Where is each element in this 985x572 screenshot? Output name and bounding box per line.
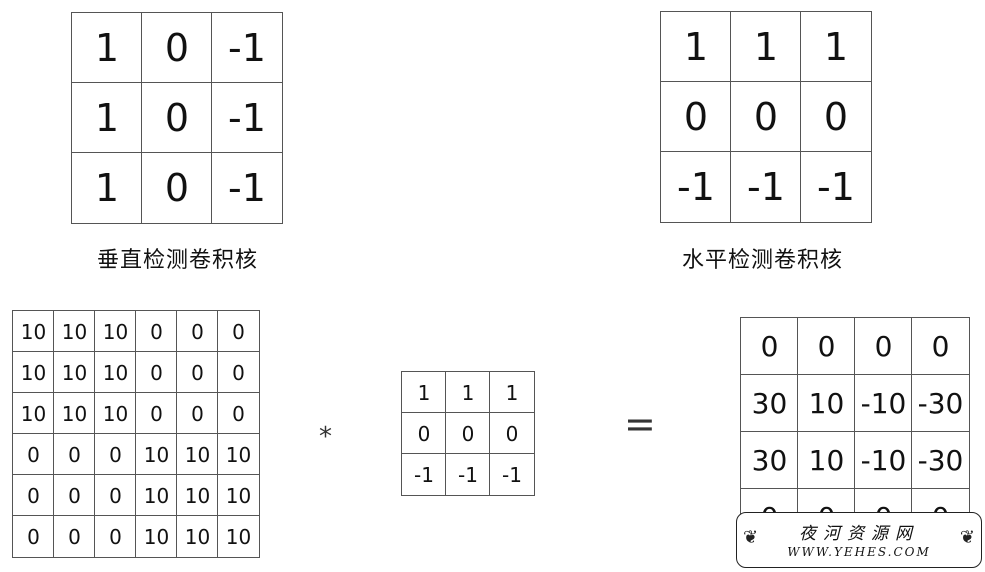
- matrix-cell: -1: [211, 152, 283, 224]
- matrix-cell: 0: [217, 310, 260, 353]
- matrix-cell: 0: [489, 412, 535, 455]
- matrix-cell: 1: [445, 371, 491, 414]
- matrix-cell: -30: [911, 431, 970, 490]
- matrix-cell: 30: [740, 374, 799, 433]
- matrix-cell: -1: [211, 82, 283, 154]
- matrix-cell: -1: [800, 151, 872, 223]
- matrix-cell: 0: [141, 82, 213, 154]
- matrix-cell: 10: [176, 474, 219, 517]
- matrix-cell: 0: [740, 317, 799, 376]
- matrix-cell: 0: [12, 515, 55, 558]
- matrix-cell: -1: [211, 12, 283, 84]
- matrix-cell: 10: [135, 515, 178, 558]
- matrix-cell: 0: [176, 392, 219, 435]
- vertical-kernel-caption: 垂直检测卷积核: [97, 248, 259, 273]
- matrix-cell: 10: [53, 392, 96, 435]
- matrix-cell: 0: [141, 12, 213, 84]
- matrix-cell: -1: [445, 453, 491, 496]
- matrix-cell: 10: [135, 433, 178, 476]
- matrix-cell: 10: [176, 433, 219, 476]
- matrix-cell: -1: [660, 151, 732, 223]
- matrix-cell: 10: [53, 310, 96, 353]
- matrix-cell: 0: [53, 474, 96, 517]
- matrix-cell: 0: [94, 433, 137, 476]
- matrix-cell: 10: [94, 310, 137, 353]
- matrix-cell: 1: [71, 152, 143, 224]
- matrix-cell: 1: [401, 371, 447, 414]
- matrix-cell: 0: [135, 392, 178, 435]
- matrix-cell: 10: [217, 433, 260, 476]
- matrix-cell: 1: [71, 12, 143, 84]
- matrix-cell: 10: [12, 310, 55, 353]
- matrix-cell: 10: [94, 351, 137, 394]
- matrix-cell: 10: [797, 374, 856, 433]
- matrix-cell: 1: [730, 11, 802, 83]
- watermark-title: 夜河资源网: [799, 524, 919, 544]
- matrix-cell: 10: [53, 351, 96, 394]
- matrix-cell: 10: [217, 515, 260, 558]
- matrix-cell: 0: [800, 81, 872, 153]
- watermark-badge: ❦ ❦ 夜河资源网 WWW.YEHES.COM: [736, 512, 982, 568]
- matrix-cell: 0: [445, 412, 491, 455]
- matrix-cell: 10: [217, 474, 260, 517]
- matrix-cell: 1: [489, 371, 535, 414]
- matrix-cell: 0: [176, 351, 219, 394]
- matrix-cell: 10: [12, 351, 55, 394]
- left-swirl-icon: ❦: [743, 527, 759, 548]
- matrix-cell: 0: [730, 81, 802, 153]
- matrix-cell: 0: [911, 317, 970, 376]
- matrix-cell: 0: [94, 515, 137, 558]
- matrix-cell: -1: [730, 151, 802, 223]
- matrix-cell: 10: [135, 474, 178, 517]
- matrix-cell: 10: [797, 431, 856, 490]
- matrix-cell: 0: [141, 152, 213, 224]
- matrix-cell: -1: [401, 453, 447, 496]
- matrix-cell: 0: [94, 474, 137, 517]
- matrix-cell: -10: [854, 374, 913, 433]
- matrix-cell: 0: [135, 310, 178, 353]
- matrix-cell: 0: [12, 433, 55, 476]
- matrix-cell: 0: [135, 351, 178, 394]
- horizontal-kernel-caption: 水平检测卷积核: [682, 248, 844, 273]
- matrix-cell: 0: [660, 81, 732, 153]
- matrix-cell: 0: [217, 351, 260, 394]
- equals-operator: =: [624, 402, 656, 446]
- matrix-cell: 10: [12, 392, 55, 435]
- matrix-cell: 0: [217, 392, 260, 435]
- matrix-cell: 10: [176, 515, 219, 558]
- matrix-cell: 10: [94, 392, 137, 435]
- matrix-cell: -10: [854, 431, 913, 490]
- matrix-cell: -30: [911, 374, 970, 433]
- matrix-cell: 0: [854, 317, 913, 376]
- watermark-url: WWW.YEHES.COM: [787, 545, 931, 559]
- matrix-cell: 30: [740, 431, 799, 490]
- convolution-operator: *: [319, 422, 332, 452]
- matrix-cell: 0: [797, 317, 856, 376]
- right-swirl-icon: ❦: [959, 527, 975, 548]
- matrix-cell: 0: [53, 433, 96, 476]
- matrix-cell: -1: [489, 453, 535, 496]
- matrix-cell: 1: [800, 11, 872, 83]
- matrix-cell: 1: [71, 82, 143, 154]
- matrix-cell: 0: [176, 310, 219, 353]
- matrix-cell: 1: [660, 11, 732, 83]
- matrix-cell: 0: [401, 412, 447, 455]
- matrix-cell: 0: [53, 515, 96, 558]
- matrix-cell: 0: [12, 474, 55, 517]
